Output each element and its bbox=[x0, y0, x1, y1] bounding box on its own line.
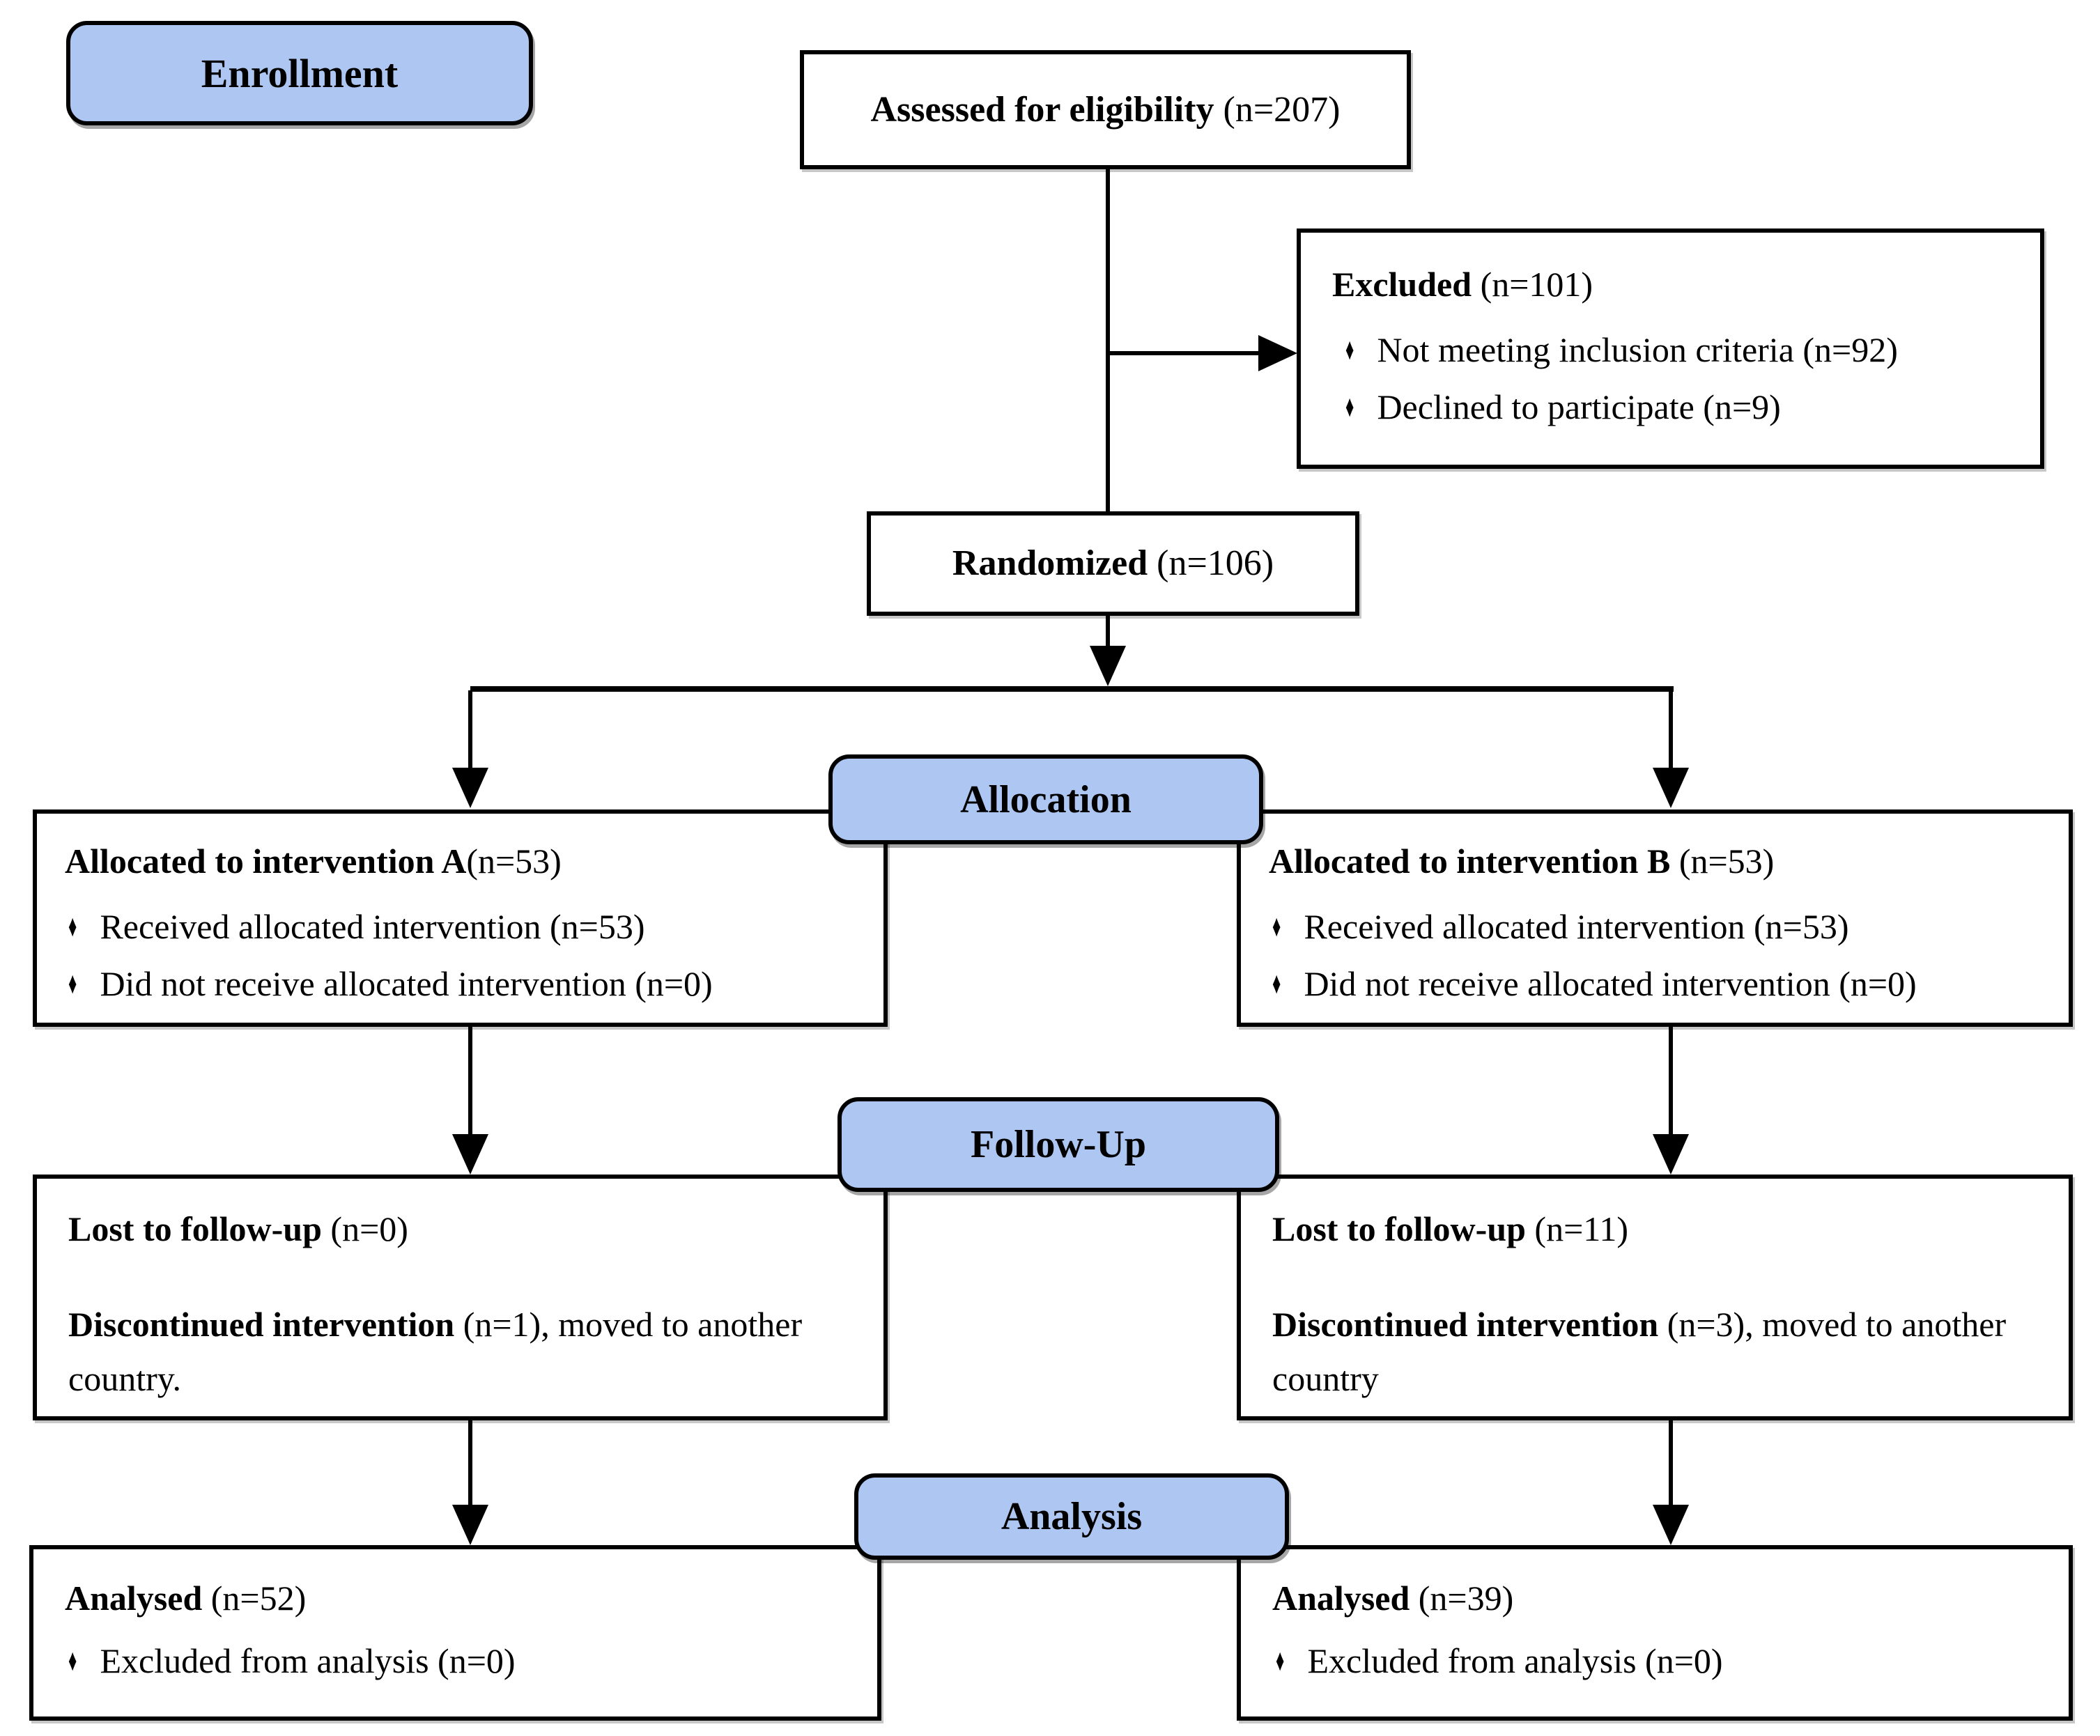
bullet-text: Not meeting inclusion criteria (n=92) bbox=[1377, 330, 1898, 369]
analysis-a-bullet-list: ♦ Excluded from analysis (n=0) bbox=[65, 1637, 846, 1684]
followup-b-discontinued-text: Discontinued intervention (n=3), moved t… bbox=[1272, 1305, 2007, 1398]
diamond-bullet-icon: ♦ bbox=[1345, 332, 1354, 366]
stage-pill-followup: Follow-Up bbox=[837, 1097, 1279, 1192]
bullet-item: ♦ Did not receive allocated intervention… bbox=[1269, 960, 2041, 1007]
bullet-item: ♦ Declined to participate (n=9) bbox=[1342, 383, 2009, 431]
stage-pill-allocation: Allocation bbox=[828, 754, 1263, 844]
arrowhead-to-analysis-b-icon bbox=[1653, 1505, 1689, 1545]
followup-a-lost-text: Lost to follow-up (n=0) bbox=[68, 1209, 408, 1248]
bullet-item: ♦ Received allocated intervention (n=53) bbox=[65, 903, 856, 950]
bullet-item: ♦ Did not receive allocated intervention… bbox=[65, 960, 856, 1007]
allocation-b-box: Allocated to intervention B (n=53) ♦ Rec… bbox=[1237, 809, 2073, 1027]
bullet-text: Declined to participate (n=9) bbox=[1377, 387, 1781, 426]
allocation-a-title: Allocated to intervention A(n=53) bbox=[65, 842, 562, 881]
followup-a-discontinued-text: Discontinued intervention (n=1), moved t… bbox=[68, 1305, 803, 1398]
arrowhead-to-followup-a-icon bbox=[452, 1134, 488, 1175]
connector-followup-b-to-analysis-b bbox=[1669, 1420, 1673, 1507]
bullet-item: ♦ Excluded from analysis (n=0) bbox=[1272, 1637, 2037, 1684]
stage-label-analysis: Analysis bbox=[1001, 1495, 1143, 1538]
diamond-bullet-icon: ♦ bbox=[1276, 1643, 1285, 1677]
arrowhead-to-split-icon bbox=[1090, 646, 1126, 686]
bullet-text: Excluded from analysis (n=0) bbox=[100, 1641, 516, 1680]
connector-split-to-allocation-b bbox=[1669, 690, 1673, 770]
excluded-title: Excluded (n=101) bbox=[1332, 265, 1593, 304]
followup-b-lost-text: Lost to follow-up (n=11) bbox=[1272, 1209, 1629, 1248]
arrowhead-to-excluded-icon bbox=[1258, 335, 1297, 371]
analysis-a-title: Analysed (n=52) bbox=[65, 1579, 307, 1618]
analysis-b-bullet-list: ♦ Excluded from analysis (n=0) bbox=[1272, 1637, 2037, 1684]
arrowhead-to-analysis-a-icon bbox=[452, 1505, 488, 1545]
bullet-text: Did not receive allocated intervention (… bbox=[100, 964, 713, 1003]
stage-pill-analysis: Analysis bbox=[854, 1473, 1289, 1560]
stage-label-followup: Follow-Up bbox=[971, 1123, 1146, 1166]
bullet-item: ♦ Not meeting inclusion criteria (n=92) bbox=[1342, 326, 2009, 373]
stage-label-enrollment: Enrollment bbox=[201, 50, 399, 96]
allocation-a-bullet-list: ♦ Received allocated intervention (n=53)… bbox=[65, 903, 856, 1007]
analysis-b-box: Analysed (n=39) ♦ Excluded from analysis… bbox=[1237, 1545, 2073, 1721]
bullet-item: ♦ Received allocated intervention (n=53) bbox=[1269, 903, 2041, 950]
excluded-box: Excluded (n=101) ♦ Not meeting inclusion… bbox=[1297, 228, 2044, 469]
connector-split-line bbox=[470, 686, 1674, 692]
diamond-bullet-icon: ♦ bbox=[1272, 909, 1281, 943]
diamond-bullet-icon: ♦ bbox=[1345, 389, 1354, 424]
excluded-bullet-list: ♦ Not meeting inclusion criteria (n=92) … bbox=[1342, 326, 2009, 431]
connector-assessed-to-randomized bbox=[1106, 169, 1110, 511]
analysis-a-box: Analysed (n=52) ♦ Excluded from analysis… bbox=[29, 1545, 881, 1721]
bullet-item: ♦ Excluded from analysis (n=0) bbox=[65, 1637, 846, 1684]
connector-split-to-allocation-a bbox=[468, 690, 472, 770]
connector-followup-a-to-analysis-a bbox=[468, 1420, 472, 1507]
allocation-b-bullet-list: ♦ Received allocated intervention (n=53)… bbox=[1269, 903, 2041, 1007]
stage-pill-enrollment: Enrollment bbox=[66, 21, 533, 125]
randomized-text: Randomized (n=106) bbox=[952, 543, 1274, 583]
assessed-eligibility-text: Assessed for eligibility (n=207) bbox=[870, 89, 1341, 130]
followup-b-box: Lost to follow-up (n=11) Discontinued in… bbox=[1237, 1175, 2073, 1420]
bullet-text: Excluded from analysis (n=0) bbox=[1307, 1641, 1723, 1680]
diamond-bullet-icon: ♦ bbox=[1272, 966, 1281, 1000]
arrowhead-to-followup-b-icon bbox=[1653, 1134, 1689, 1175]
bullet-text: Did not receive allocated intervention (… bbox=[1304, 964, 1917, 1003]
stage-label-allocation: Allocation bbox=[960, 777, 1132, 821]
diamond-bullet-icon: ♦ bbox=[68, 909, 77, 943]
bullet-text: Received allocated intervention (n=53) bbox=[1304, 907, 1849, 946]
allocation-a-box: Allocated to intervention A(n=53) ♦ Rece… bbox=[33, 809, 888, 1027]
connector-allocation-b-to-followup-b bbox=[1669, 1027, 1673, 1136]
arrowhead-to-allocation-a-icon bbox=[452, 768, 488, 808]
connector-branch-to-excluded bbox=[1108, 351, 1263, 355]
diamond-bullet-icon: ♦ bbox=[68, 966, 77, 1000]
analysis-b-title: Analysed (n=39) bbox=[1272, 1579, 1514, 1618]
randomized-box: Randomized (n=106) bbox=[867, 511, 1359, 616]
diamond-bullet-icon: ♦ bbox=[68, 1643, 77, 1677]
connector-allocation-a-to-followup-a bbox=[468, 1027, 472, 1136]
bullet-text: Received allocated intervention (n=53) bbox=[100, 907, 645, 946]
arrowhead-to-allocation-b-icon bbox=[1653, 768, 1689, 808]
assessed-eligibility-box: Assessed for eligibility (n=207) bbox=[800, 50, 1411, 169]
followup-a-box: Lost to follow-up (n=0) Discontinued int… bbox=[33, 1175, 888, 1420]
allocation-b-title: Allocated to intervention B (n=53) bbox=[1269, 842, 1775, 881]
connector-randomized-to-split bbox=[1106, 616, 1110, 651]
